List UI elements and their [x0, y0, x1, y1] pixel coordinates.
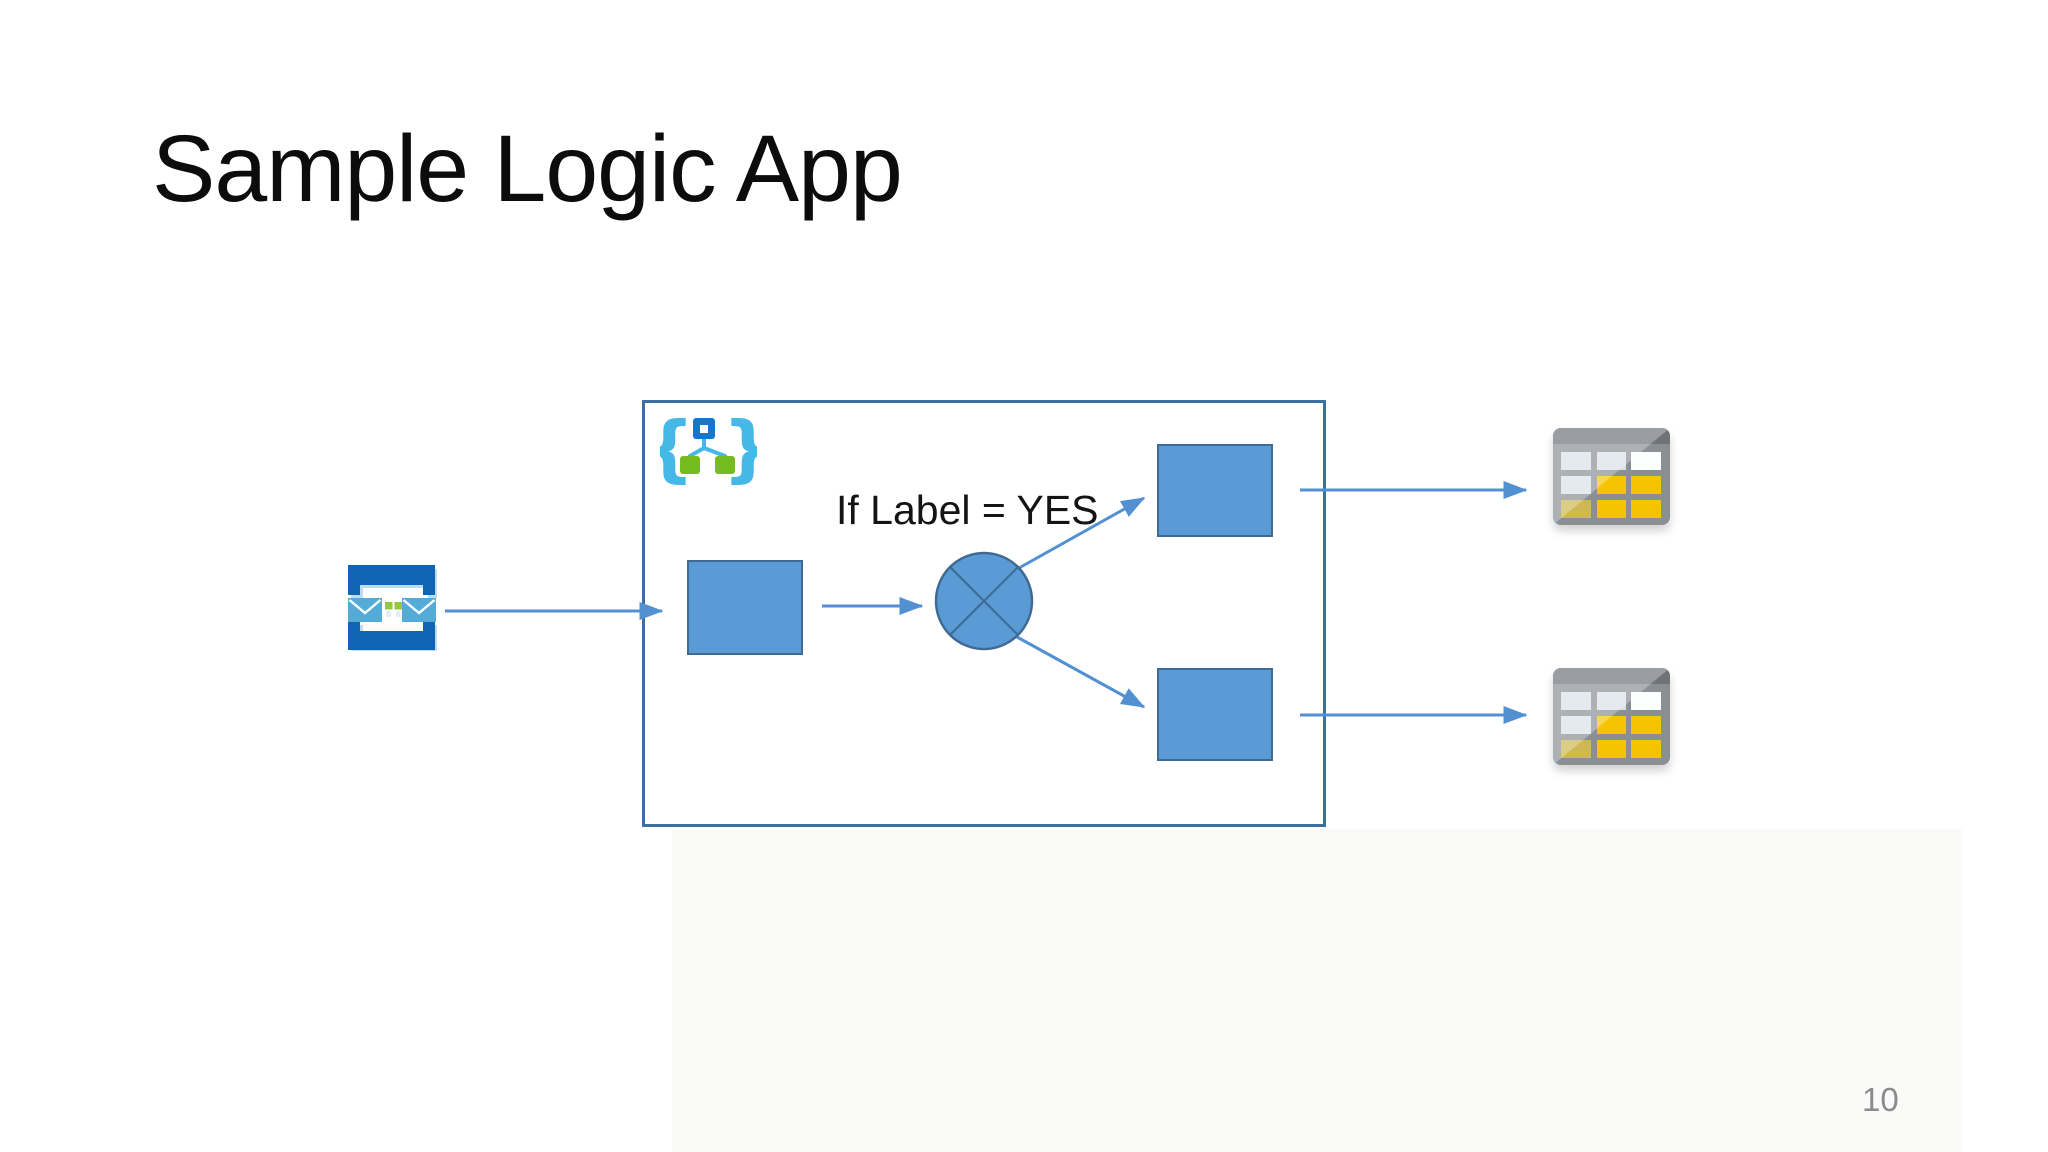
svg-text:{: {	[660, 411, 695, 488]
table-storage-icon-bottom	[1553, 668, 1670, 765]
service-bus-envelopes	[348, 598, 436, 622]
condition-label: If Label = YES	[836, 487, 1099, 533]
logic-app-workflow	[680, 418, 735, 474]
svg-text:}: }	[722, 411, 757, 488]
slide-title: Sample Logic App	[152, 116, 903, 222]
table-gloss-highlight	[1553, 428, 1670, 525]
background-tint	[672, 829, 1962, 1152]
action-rectangle	[687, 560, 803, 655]
decision-circle	[934, 551, 1034, 651]
service-bus-message-dots	[385, 602, 402, 617]
arrow-decision-to-branch-bottom	[1016, 635, 1146, 709]
service-bus-brackets	[348, 565, 435, 650]
arrow-decision-to-branch-top	[1018, 496, 1146, 570]
logic-app-braces: { }	[660, 411, 757, 488]
table-storage-icon-top	[1553, 428, 1670, 525]
table-header-bar	[1553, 428, 1670, 444]
service-bus-queue-icon	[348, 565, 437, 651]
table-header-bar	[1553, 668, 1670, 684]
branch-bottom-rectangle	[1157, 668, 1273, 761]
table-gloss-highlight	[1553, 668, 1670, 765]
branch-top-rectangle	[1157, 444, 1273, 537]
page-number: 10	[1862, 1081, 1899, 1118]
logic-app-icon: { }	[660, 411, 757, 488]
